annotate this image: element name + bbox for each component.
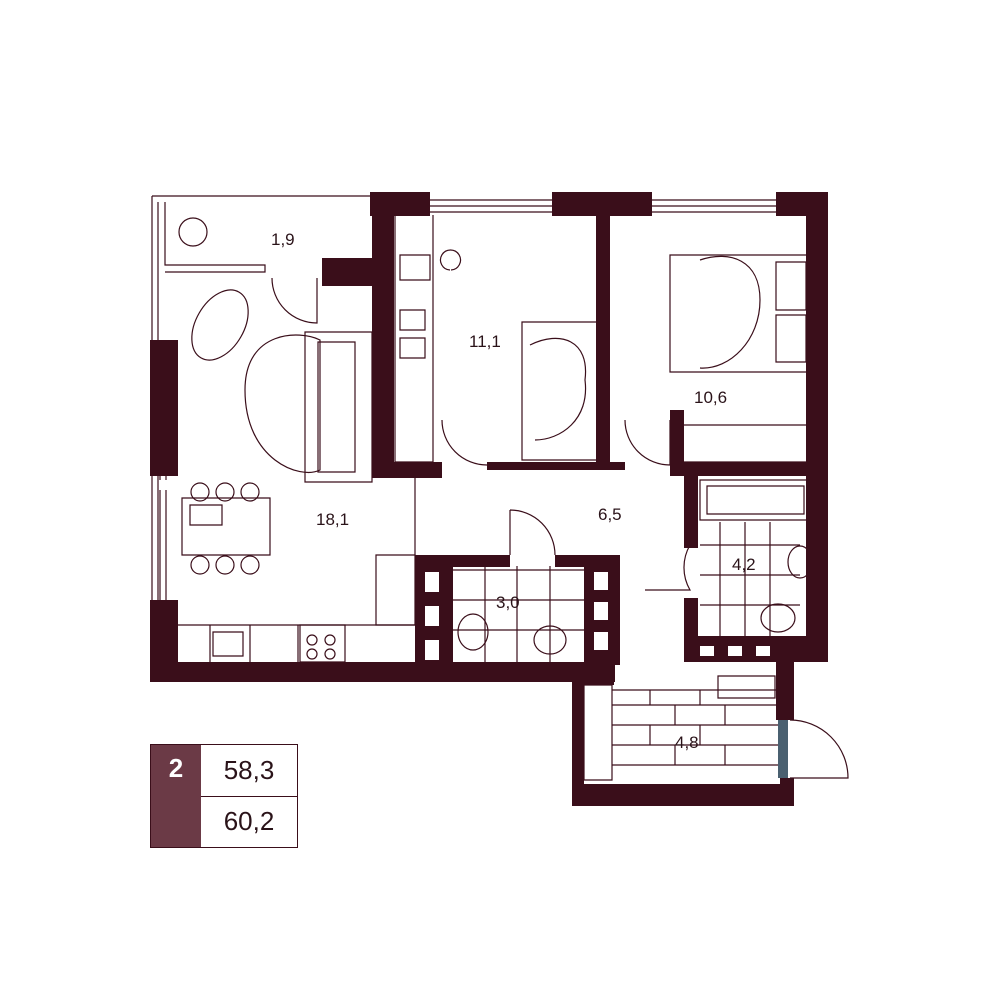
room-area-living-kitchen: 18,1 — [316, 510, 349, 529]
room-count: 2 — [151, 745, 201, 847]
area-values: 58,3 60,2 — [201, 745, 297, 847]
area-living: 58,3 — [223, 754, 275, 785]
room-area-bathroom: 4,2 — [732, 555, 756, 574]
room-area-toilet: 3,0 — [496, 593, 520, 612]
room-area-bedroom-1: 11,1 — [469, 332, 501, 351]
room-area-balcony: 1,9 — [271, 230, 295, 249]
apartment-summary: 2 58,3 60,2 — [150, 744, 298, 848]
area-total: 60,2 — [201, 795, 297, 848]
room-area-hall: 6,5 — [598, 505, 622, 524]
room-area-bedroom-2: 10,6 — [694, 388, 727, 407]
room-area-entrance: 4,8 — [675, 733, 699, 752]
